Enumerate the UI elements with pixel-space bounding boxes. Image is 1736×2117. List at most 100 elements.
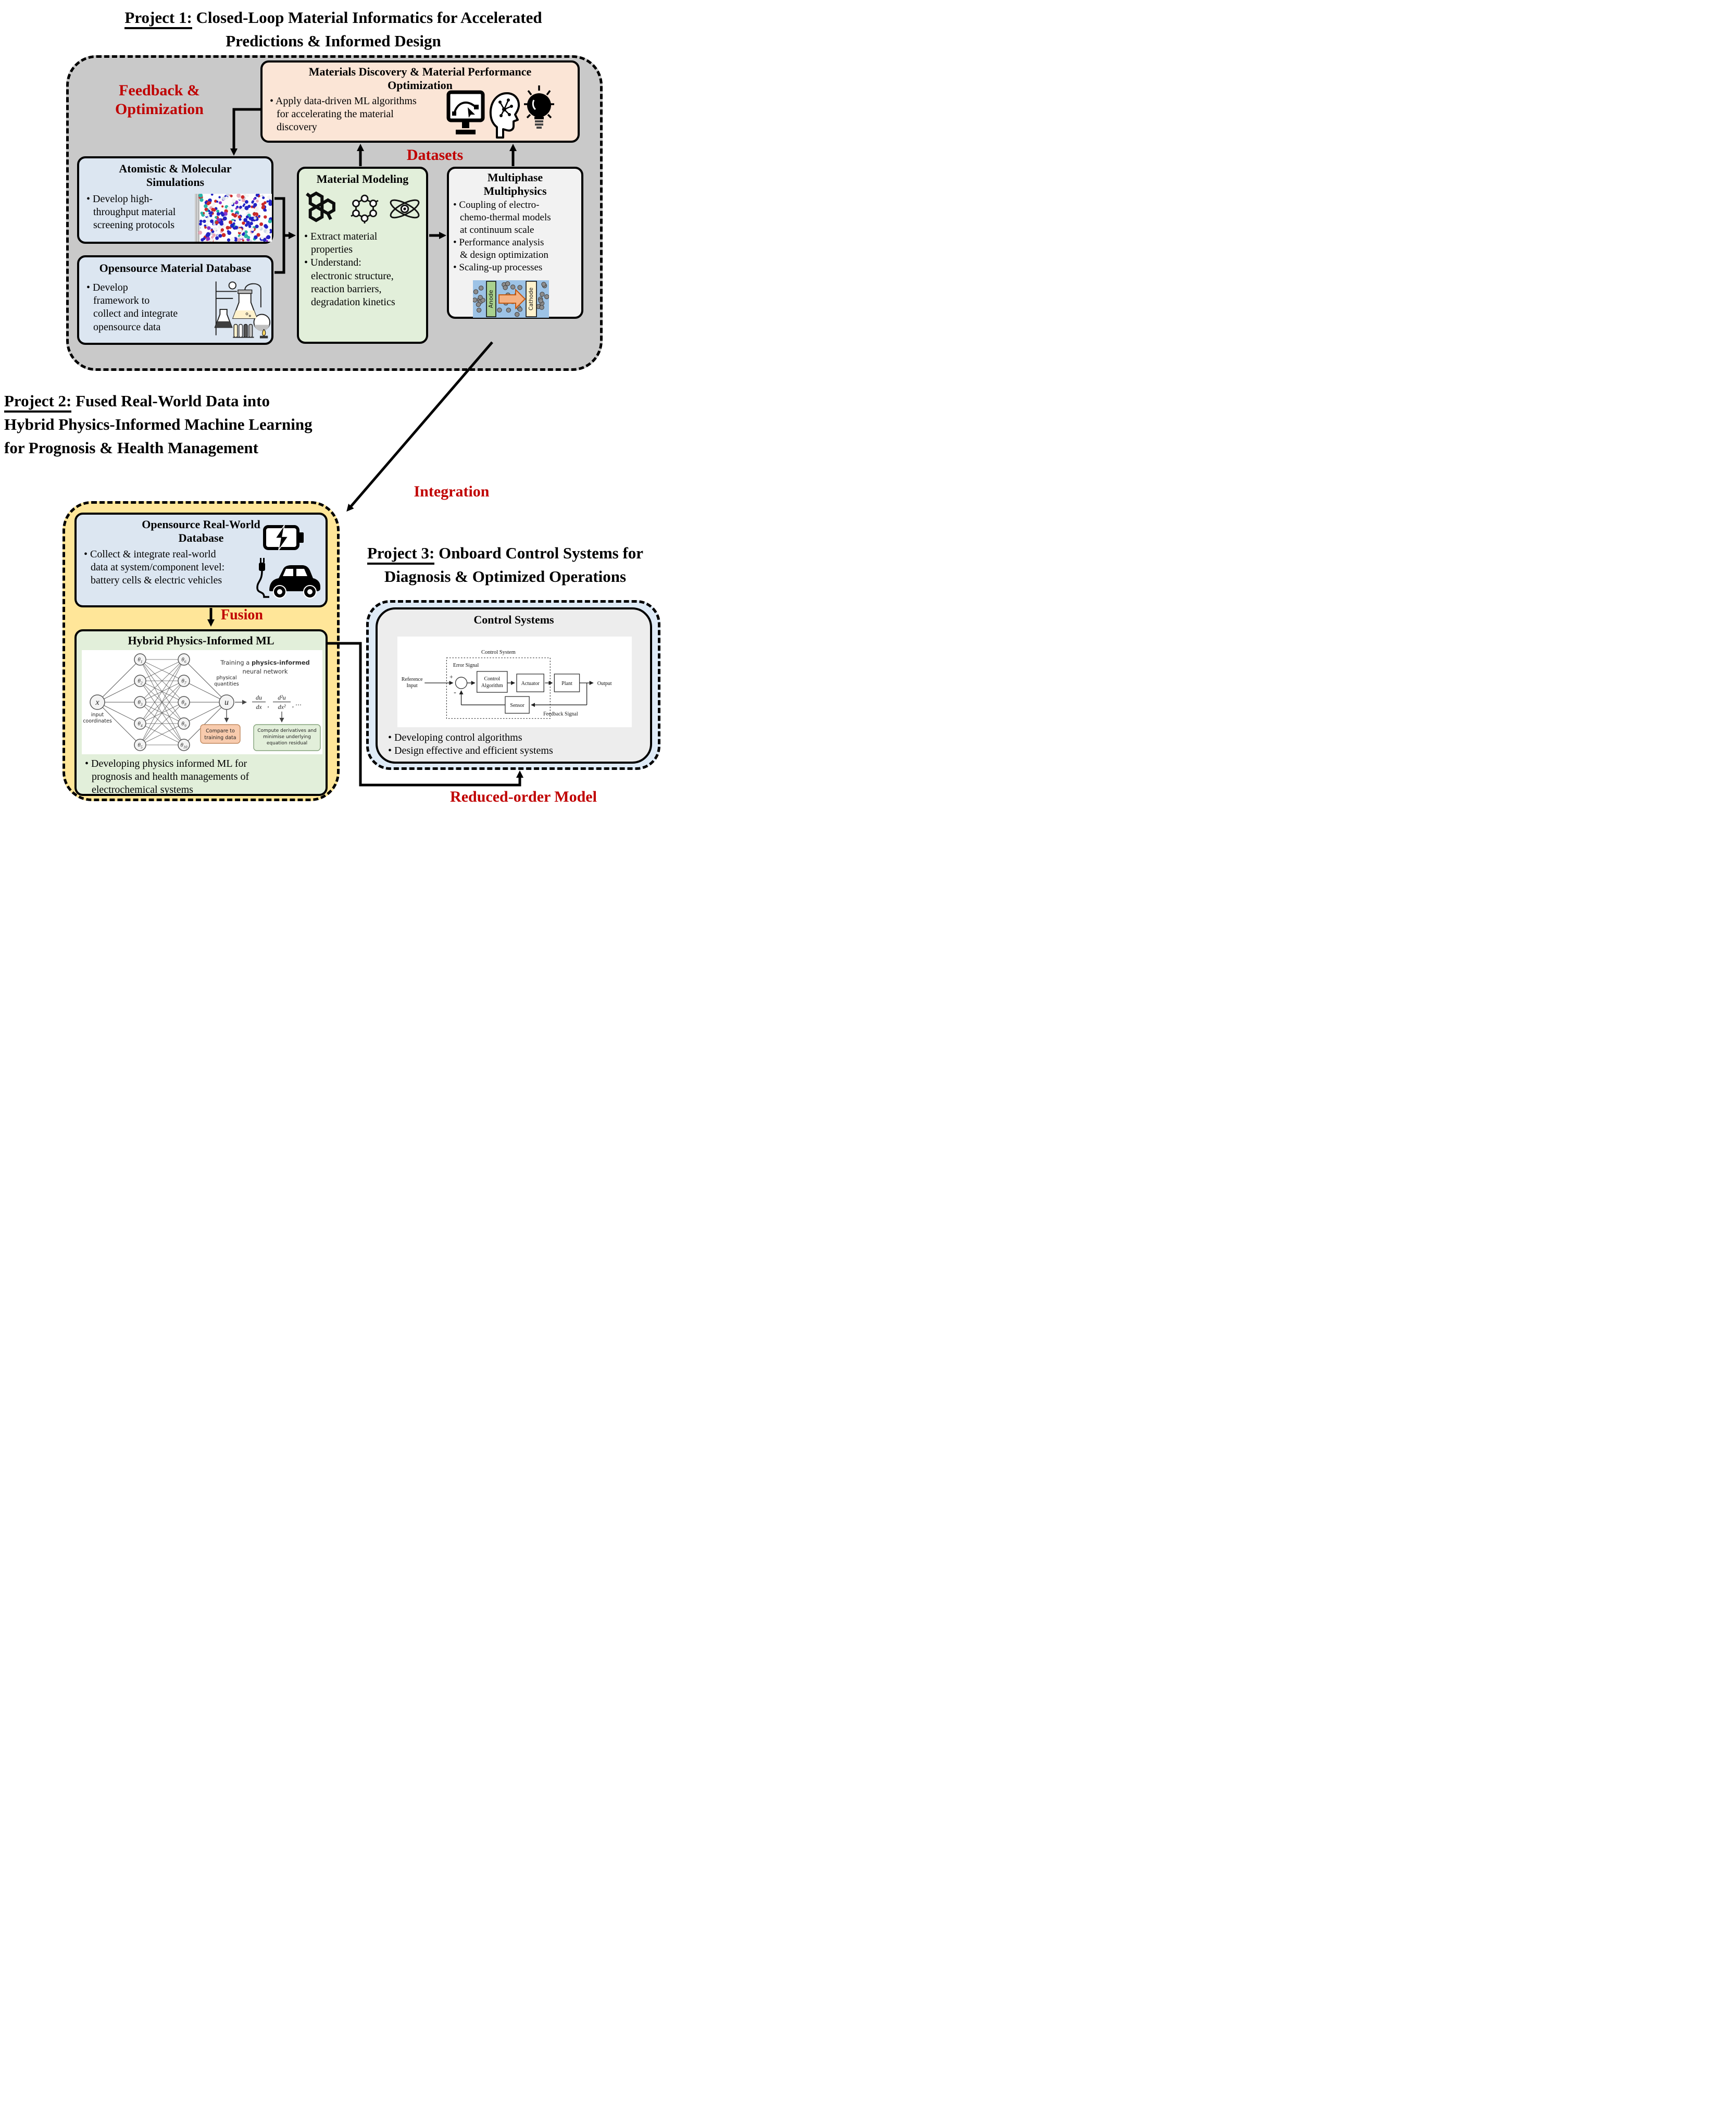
svg-text:θ6: θ6: [181, 657, 186, 664]
electric-car-icon: [256, 558, 320, 599]
svg-text:θ2: θ2: [138, 678, 142, 686]
modeling-bullet-1: Extract material properties: [304, 230, 426, 256]
svg-text:, ⋯: , ⋯: [292, 701, 302, 708]
svg-text:minimise underlying: minimise underlying: [263, 734, 311, 740]
material-database-box: Opensource Material Database Develop fra…: [77, 255, 273, 345]
svg-text:Actuator: Actuator: [521, 681, 540, 687]
anode-label: Anode: [488, 290, 494, 308]
svg-text:Feedback Signal: Feedback Signal: [543, 711, 578, 717]
project3-title: Project 3: Onboard Control Systems for D…: [344, 542, 667, 589]
feedback-optimization-label: Feedback & Optimization: [115, 82, 204, 118]
multiphase-bullet-3: Scaling-up processes: [453, 261, 582, 274]
chemistry-lab-icon: [214, 281, 271, 339]
lightbulb-icon: [524, 85, 554, 129]
multiphase-title: Multiphase Multiphysics: [483, 171, 547, 197]
research-projects-infographic: Project 1: Closed-Loop Material Informat…: [0, 0, 667, 813]
svg-text:θ1: θ1: [138, 657, 142, 664]
battery-charge-icon: [263, 525, 304, 551]
svg-text:Training a physics-informed: Training a physics-informed: [220, 659, 310, 666]
svg-text:training data: training data: [204, 735, 236, 741]
svg-text:Sensor: Sensor: [510, 703, 524, 708]
svg-text:x: x: [95, 698, 99, 707]
molecular-simulation-image: [195, 194, 272, 242]
piml-title: Hybrid Physics-Informed ML: [128, 634, 274, 647]
svg-text:Plant: Plant: [561, 681, 572, 687]
svg-text:quantities: quantities: [214, 681, 239, 687]
svg-text:+: +: [449, 673, 453, 680]
modeling-bullet-2: Understand: electronic structure, reacti…: [304, 256, 426, 309]
real-world-database-bullet: Collect & integrate real-world data at s…: [84, 548, 265, 588]
fusion-label: Fusion: [221, 607, 263, 623]
real-world-database-box: Opensource Real-World Database Collect &…: [74, 513, 328, 607]
hexagon-molecule-icon: [306, 191, 335, 222]
atomistic-title: Atomistic & Molecular Simulations: [119, 162, 232, 189]
material-modeling-bullets: Extract material properties Understand: …: [304, 230, 426, 309]
material-database-bullet: Develop framework to collect and integra…: [86, 281, 210, 334]
piml-box: Hybrid Physics-Informed ML x θ1 θ2 θ3 θ4 θ5 θ6…: [74, 629, 328, 796]
svg-text:θ10: θ10: [181, 742, 188, 750]
project1-title: Project 1: Closed-Loop Material Informat…: [73, 6, 594, 53]
material-modeling-box: Material Modeling: [297, 167, 428, 344]
material-database-title: Opensource Material Database: [99, 261, 252, 275]
project1-title-line2: Predictions & Informed Design: [226, 31, 441, 50]
svg-text:dx²: dx²: [278, 703, 286, 711]
svg-text:Output: Output: [597, 681, 612, 687]
control-bullets: Developing control algorithms Design eff…: [388, 731, 643, 757]
svg-text:Input: Input: [407, 683, 418, 689]
pinn-network-diagram: xθ1θ2θ3θ4θ5θ6θ7θ8θ9θ10uinputcoordinatesp…: [83, 653, 321, 751]
project1-title-line1: Closed-Loop Material Informatics for Acc…: [192, 8, 542, 27]
project3-title-prefix: Project 3:: [367, 544, 435, 565]
multiphase-bullet-1: Coupling of electro- chemo-thermal model…: [453, 199, 582, 236]
battery-cell-diagram: Anode Cathode: [473, 280, 549, 318]
project1-title-prefix: Project 1:: [124, 8, 192, 29]
svg-text:Control: Control: [484, 676, 500, 682]
ring-molecule-icon: [351, 194, 379, 223]
svg-text:Error Signal: Error Signal: [453, 663, 479, 668]
materials-discovery-box: Materials Discovery & Material Performan…: [260, 60, 580, 143]
svg-text:neural network: neural network: [243, 668, 288, 675]
svg-text:d²u: d²u: [278, 694, 286, 701]
svg-text:physical: physical: [217, 675, 237, 681]
svg-text:θ3: θ3: [138, 700, 142, 707]
svg-text:θ5: θ5: [138, 742, 142, 750]
ai-head-icon: [489, 92, 520, 139]
materials-discovery-title: Materials Discovery & Material Performan…: [308, 65, 532, 92]
svg-text:-: -: [454, 688, 456, 696]
atomistic-simulations-box: Atomistic & Molecular Simulations Develo…: [77, 156, 273, 244]
project3-title-line1: Onboard Control Systems for: [434, 544, 644, 562]
real-world-database-title: Opensource Real-World Database: [142, 518, 260, 544]
multiphase-bullets: Coupling of electro- chemo-thermal model…: [453, 199, 582, 274]
svg-text:Reference: Reference: [402, 677, 423, 682]
svg-text:Algorithm: Algorithm: [481, 683, 503, 689]
svg-text:input: input: [91, 712, 104, 718]
project2-title-prefix: Project 2:: [4, 392, 72, 413]
project2-title-line3: for Prognosis & Health Management: [4, 438, 258, 457]
control-bullet-1: Developing control algorithms: [388, 731, 643, 744]
integration-label: Integration: [414, 483, 490, 500]
svg-text:θ8: θ8: [181, 700, 186, 707]
control-systems-title: Control Systems: [473, 613, 554, 626]
materials-discovery-bullet: Apply data-driven ML algorithms for acce…: [270, 95, 448, 134]
datasets-label: Datasets: [406, 146, 464, 164]
project3-title-line2: Diagnosis & Optimized Operations: [384, 567, 627, 586]
piml-bullet: Developing physics informed ML for progn…: [85, 757, 321, 797]
multiphase-bullet-2: Performance analysis & design optimizati…: [453, 236, 582, 261]
atomistic-bullet: Develop high- throughput material screen…: [86, 193, 203, 232]
svg-text:θ4: θ4: [138, 721, 142, 728]
multiphase-multiphysics-box: Multiphase Multiphysics Coupling of elec…: [447, 167, 583, 319]
project2-title-line1: Fused Real-World Data into: [71, 392, 270, 410]
svg-text:du: du: [256, 694, 262, 701]
svg-text:Compare to: Compare to: [206, 728, 235, 734]
svg-text:coordinates: coordinates: [83, 718, 112, 724]
reduced-order-model-label: Reduced-order Model: [450, 788, 597, 805]
control-bullet-2: Design effective and efficient systems: [388, 744, 643, 757]
svg-text:equation residual: equation residual: [267, 741, 307, 746]
atom-icon: [390, 199, 420, 219]
svg-text:Control System: Control System: [481, 650, 516, 655]
material-modeling-title: Material Modeling: [316, 172, 409, 185]
cathode-label: Cathode: [528, 288, 534, 310]
